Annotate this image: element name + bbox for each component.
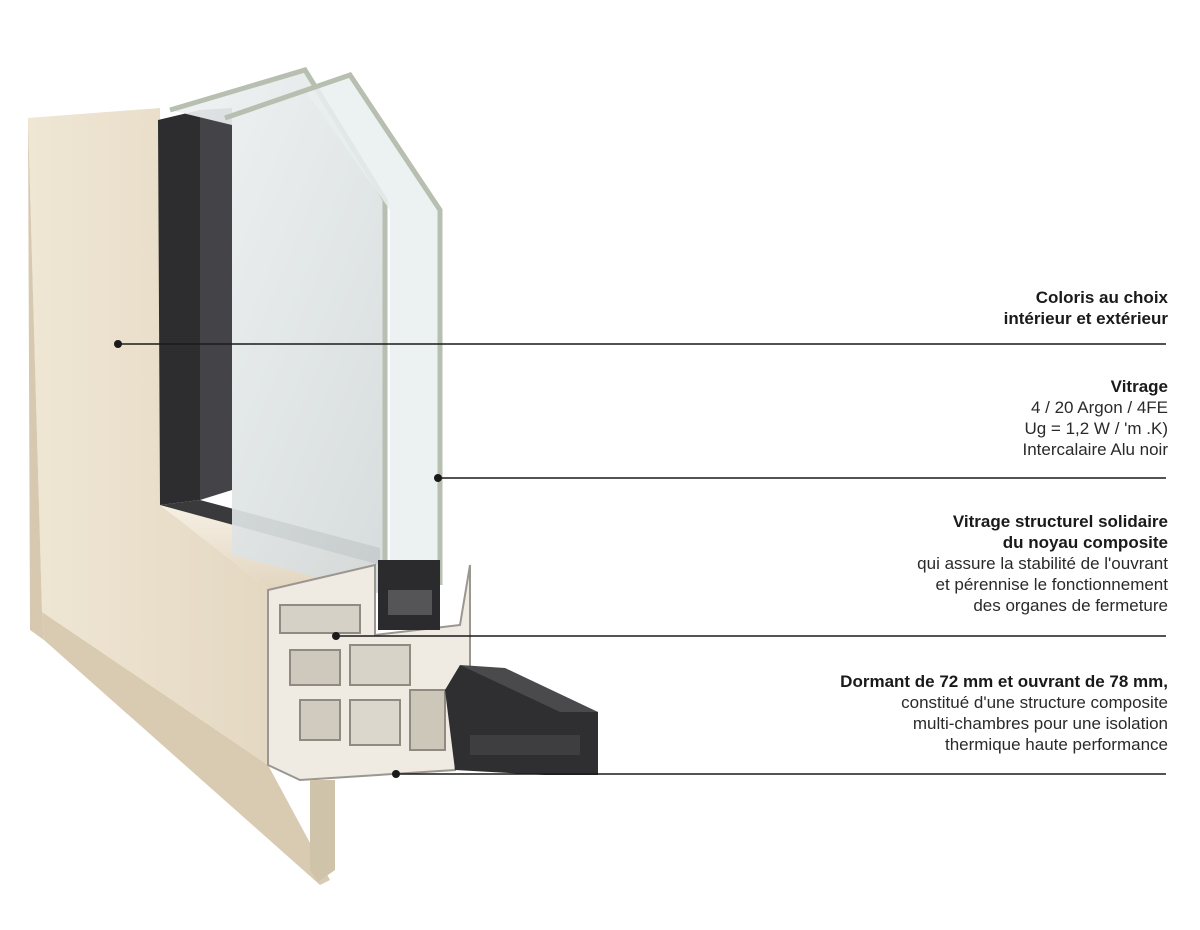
leader-colors [114, 340, 1166, 348]
annotation-glazing: Vitrage 4 / 20 Argon / 4FE Ug = 1,2 W / … [1022, 376, 1168, 460]
glazing-line1: 4 / 20 Argon / 4FE [1030, 398, 1168, 417]
leader-glazing [434, 474, 1166, 482]
structural-line3: des organes de fermeture [973, 596, 1168, 615]
leader-structural [332, 632, 1166, 640]
leader-frame [392, 770, 1166, 778]
structural-title-line2: du noyau composite [1002, 533, 1168, 552]
frame-line2: multi-chambres pour une isolation [912, 714, 1168, 733]
glazing-title: Vitrage [1110, 377, 1168, 396]
annotation-frame: Dormant de 72 mm et ouvrant de 78 mm, co… [840, 671, 1168, 755]
annotation-colors: Coloris au choix intérieur et extérieur [1004, 287, 1168, 329]
frame-title: Dormant de 72 mm et ouvrant de 78 mm, [840, 672, 1168, 691]
glazing-line2: Ug = 1,2 W / 'm .K) [1024, 419, 1168, 438]
frame-line3: thermique haute performance [944, 735, 1168, 754]
profile-cross-section [267, 560, 598, 882]
glazing-line3: Intercalaire Alu noir [1022, 440, 1168, 459]
structural-line2: et pérennise le fonctionnement [935, 575, 1169, 594]
colors-title-line2: intérieur et extérieur [1003, 309, 1168, 328]
colors-title-line1: Coloris au choix [1035, 288, 1168, 307]
frame-line1: constitué d'une structure composite [901, 693, 1168, 712]
glass-pane-outer [224, 72, 443, 585]
annotation-structural: Vitrage structurel solidaire du noyau co… [917, 511, 1168, 616]
structural-title-line1: Vitrage structurel solidaire [952, 512, 1168, 531]
structural-line1: qui assure la stabilité de l'ouvrant [917, 554, 1168, 573]
